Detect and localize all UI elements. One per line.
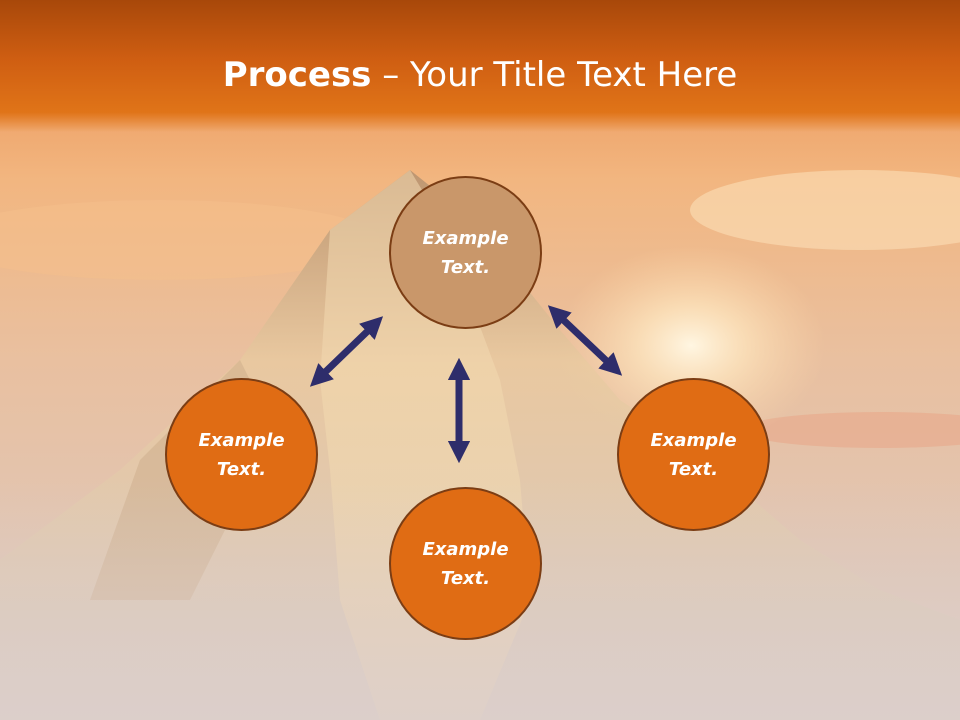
title-bar	[0, 0, 960, 132]
node-bottom-text: Example Text.	[422, 538, 509, 589]
process-node-top[interactable]: Example Text.	[389, 176, 542, 329]
process-node-left[interactable]: Example Text.	[165, 378, 318, 531]
node-left-text: Example Text.	[198, 429, 285, 480]
title-rest: – Your Title Text Here	[371, 55, 738, 95]
node-top-text: Example Text.	[422, 227, 509, 278]
slide-title: Process – Your Title Text Here	[0, 50, 960, 100]
node-right-text: Example Text.	[650, 429, 737, 480]
process-node-right[interactable]: Example Text.	[617, 378, 770, 531]
process-node-bottom[interactable]: Example Text.	[389, 487, 542, 640]
title-bold: Process	[222, 55, 372, 95]
